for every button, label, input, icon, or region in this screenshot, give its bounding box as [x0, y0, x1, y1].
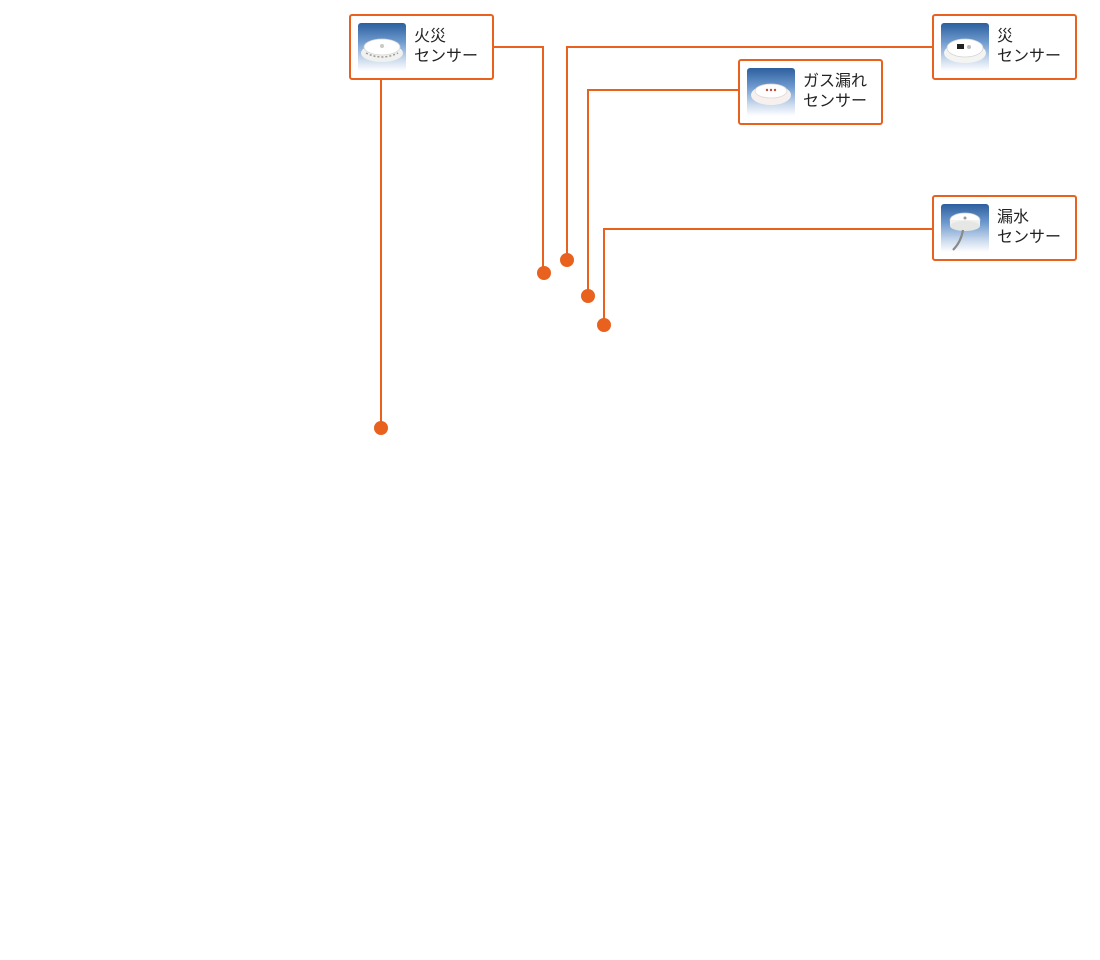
water-leak-sensor-callout[interactable]: 漏水 センサー: [932, 195, 1077, 261]
sensor-label-line1: ガス漏れ: [803, 71, 868, 90]
sensor-label-line2: センサー: [803, 91, 868, 110]
connector-fire-1-right: [493, 46, 544, 272]
sensor-label-line2: センサー: [997, 46, 1062, 65]
gas-sensor-callout[interactable]: ガス漏れ センサー: [738, 59, 883, 125]
smoke-detector-icon: [358, 23, 406, 71]
sensor-label-line2: センサー: [997, 227, 1062, 246]
sensor-point-fire-2[interactable]: [560, 253, 574, 267]
sensor-point-gas[interactable]: [581, 289, 595, 303]
heat-detector-icon: [941, 23, 989, 71]
sensor-label-line1: 災: [997, 26, 1014, 45]
connector-water: [603, 228, 932, 324]
sensor-label-line2: センサー: [414, 46, 479, 65]
water-leak-sensor-icon: [941, 204, 989, 252]
sensor-point-fire-1b[interactable]: [537, 266, 551, 280]
sensor-point-water[interactable]: [597, 318, 611, 332]
sensor-point-fire-1[interactable]: [374, 421, 388, 435]
sensor-label-line1: 漏水: [997, 207, 1030, 226]
sensor-label-line1: 火災: [414, 26, 447, 45]
gas-detector-icon: [747, 68, 795, 116]
fire-sensor-2-callout[interactable]: 災 センサー: [932, 14, 1077, 80]
connector-gas: [587, 89, 739, 295]
fire-sensor-callout[interactable]: 火災 センサー: [349, 14, 494, 80]
